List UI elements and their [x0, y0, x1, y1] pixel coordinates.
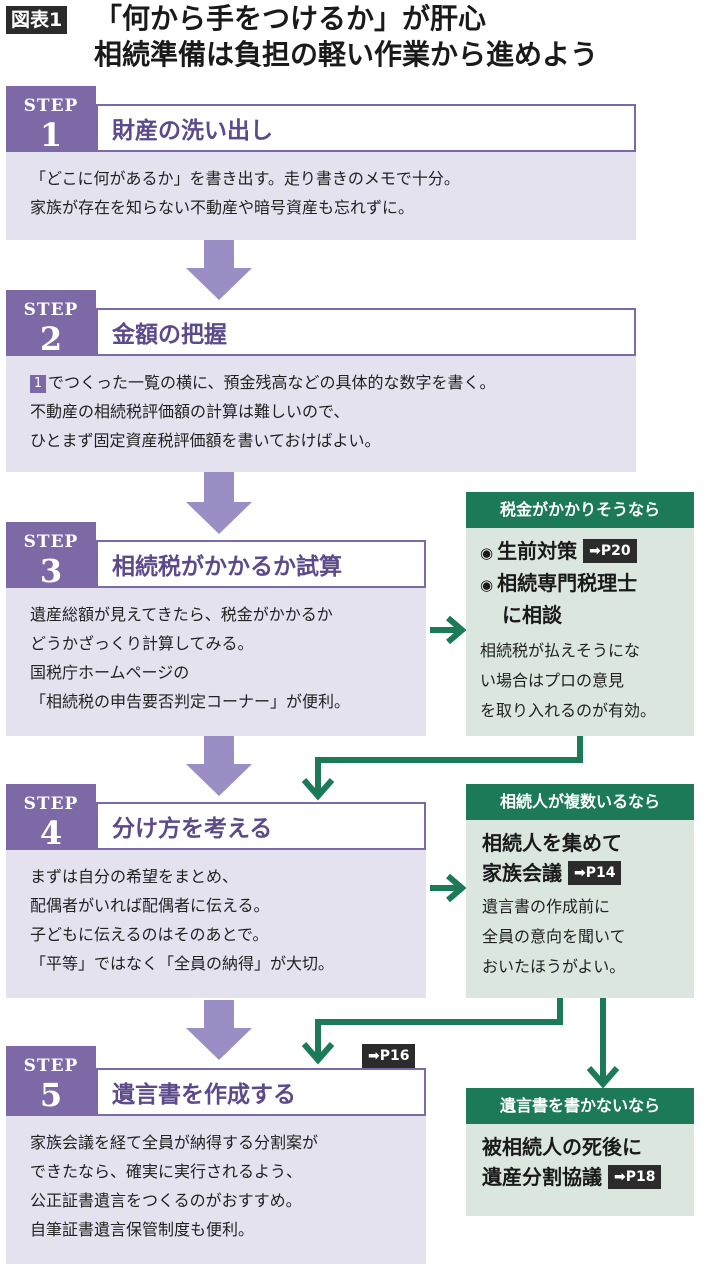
- arrowhead-step3: [446, 615, 467, 645]
- down-arrow-2-3: [186, 472, 252, 534]
- step-1-title: 財産の洗い出し: [112, 118, 273, 144]
- no-will-box: 遺言書を書かないなら 被相続人の死後に 遺産分割協議➡P18: [466, 1088, 694, 1216]
- heirs-box-text-line: 遺言書の作成前に: [482, 897, 611, 916]
- step-4-title: 分け方を考える: [112, 816, 273, 842]
- step-number: 4: [39, 814, 63, 852]
- arrowhead-step4: [446, 873, 467, 903]
- tax-item-1-page-ref: ➡P20: [583, 539, 637, 563]
- arrowhead-to-step5: [301, 1042, 335, 1065]
- step-2-text-line: でつくった一覧の横に、預金残高などの具体的な数字を書く。: [48, 373, 496, 392]
- tax-advice-box: 税金がかかりそうなら ◉生前対策➡P20 ◉相続専門税理士 に相談 相続税が払え…: [466, 492, 694, 736]
- tax-box-header: 税金がかかりそうなら: [466, 492, 694, 528]
- step-4-text-line: 「平等」ではなく「全員の納得」が大切。: [30, 954, 335, 973]
- step-4-text-line: 配偶者がいれば配偶者に伝える。: [30, 896, 270, 915]
- step-number: 5: [39, 1076, 63, 1114]
- step-ref-badge: 1: [30, 375, 46, 393]
- step-3-text-line: 国税庁ホームページの: [30, 663, 190, 682]
- step-5-text-line: 家族会議を経て全員が納得する分割案が: [30, 1133, 319, 1152]
- step-5-text-line: 公正証書遺言をつくるのがおすすめ。: [30, 1191, 302, 1210]
- heirs-title-line2: 家族会議: [482, 861, 562, 885]
- step-2-text-line: ひとまず固定資産税評価額を書いておけばよい。: [30, 431, 381, 450]
- arrowhead-to-step4: [301, 778, 335, 801]
- step-4-body: まずは自分の希望をまとめ、 配偶者がいれば配偶者に伝える。 子どもに伝えるのはそ…: [6, 850, 426, 998]
- step-5-page-ref: ➡P16: [362, 1044, 416, 1068]
- bullet-icon: ◉: [480, 576, 494, 594]
- step-3-body: 遺産総額が見えてきたら、税金がかかるか どうかざっくり計算してみる。 国税庁ホー…: [6, 588, 426, 736]
- step-2-title: 金額の把握: [112, 322, 227, 348]
- tax-box-text-line: 相続税が払えそうにな: [480, 641, 641, 660]
- connector-tax-to-step4: [315, 736, 583, 792]
- step-4-header: 分け方を考える: [96, 802, 426, 850]
- step-1-text-line: 「どこに何があるか」を書き出す。走り書きのメモで十分。: [30, 169, 460, 188]
- heirs-page-ref: ➡P14: [568, 861, 622, 885]
- step-3-text-line: どうかざっくり計算してみる。: [30, 634, 254, 653]
- step-5-body: 家族会議を経て全員が納得する分割案が できたなら、確実に実行されるよう、 公正証…: [6, 1116, 426, 1264]
- heirs-box-text-line: おいたほうがよい。: [482, 957, 626, 976]
- tax-box-text-line: い場合はプロの意見: [480, 671, 625, 690]
- step-number: 1: [39, 116, 63, 154]
- down-arrow-1-2: [186, 240, 252, 300]
- tax-item-2-line1: 相続専門税理士: [497, 571, 638, 595]
- heirs-meeting-box: 相続人が複数いるなら 相続人を集めて 家族会議➡P14 遺言書の作成前に 全員の…: [466, 784, 694, 998]
- heirs-box-text-line: 全員の意向を聞いて: [482, 927, 626, 946]
- arrowhead-to-nowill: [586, 1066, 620, 1089]
- step-3-header: 相続税がかかるか試算: [96, 540, 426, 588]
- step-1-header: 財産の洗い出し: [96, 104, 636, 152]
- step-3-title: 相続税がかかるか試算: [112, 554, 342, 580]
- step-4-text-line: まずは自分の希望をまとめ、: [30, 867, 239, 886]
- no-will-title-line2: 遺産分割協議: [482, 1165, 602, 1189]
- step-label: STEP: [23, 300, 79, 320]
- heirs-title-line1: 相続人を集めて: [482, 831, 622, 855]
- step-5-title: 遺言書を作成する: [112, 1082, 296, 1108]
- tax-box-text-line: を取り入れるのが有効。: [480, 701, 657, 720]
- step-5-header: 遺言書を作成する: [96, 1068, 426, 1116]
- step-5-text-line: できたなら、確実に実行されるよう、: [30, 1162, 303, 1181]
- page-title-line1: 「何から手をつけるか」が肝心: [94, 2, 487, 35]
- page-title-line2: 相続準備は負担の軽い作業から進めよう: [94, 38, 599, 71]
- step-2-text-line: 不動産の相続税評価額の計算は難しいので、: [30, 402, 350, 421]
- step-5-text-line: 自筆証書遺言保管制度も便利。: [30, 1220, 255, 1239]
- step-number: 3: [39, 552, 63, 590]
- step-label: STEP: [23, 794, 79, 814]
- step-label: STEP: [23, 532, 79, 552]
- no-will-box-header: 遺言書を書かないなら: [466, 1088, 694, 1124]
- down-arrow-4-5: [186, 1000, 252, 1060]
- step-1-text-line: 家族が存在を知らない不動産や暗号資産も忘れずに。: [30, 198, 415, 217]
- step-label: STEP: [23, 1056, 79, 1076]
- heirs-box-header: 相続人が複数いるなら: [466, 784, 694, 820]
- tax-item-2-line2: に相談: [502, 603, 562, 627]
- no-will-page-ref: ➡P18: [608, 1165, 662, 1189]
- step-3-text-line: 「相続税の申告要否判定コーナー」が便利。: [30, 692, 351, 711]
- step-4-text-line: 子どもに伝えるのはそのあとで。: [30, 925, 269, 944]
- bullet-icon: ◉: [480, 544, 494, 562]
- step-1-body: 「どこに何があるか」を書き出す。走り書きのメモで十分。 家族が存在を知らない不動…: [6, 152, 636, 240]
- step-5-tab: STEP 5: [6, 1046, 96, 1128]
- step-number: 2: [39, 320, 63, 358]
- down-arrow-3-4: [186, 736, 252, 796]
- step-3-text-line: 遺産総額が見えてきたら、税金がかかるか: [30, 605, 333, 624]
- no-will-title-line1: 被相続人の死後に: [482, 1135, 642, 1159]
- figure-label: 図表1: [6, 6, 68, 34]
- tax-item-1: 生前対策: [497, 539, 578, 563]
- step-label: STEP: [23, 96, 79, 116]
- connector-heirs-to-step5: [315, 998, 563, 1056]
- step-2-header: 金額の把握: [96, 308, 636, 356]
